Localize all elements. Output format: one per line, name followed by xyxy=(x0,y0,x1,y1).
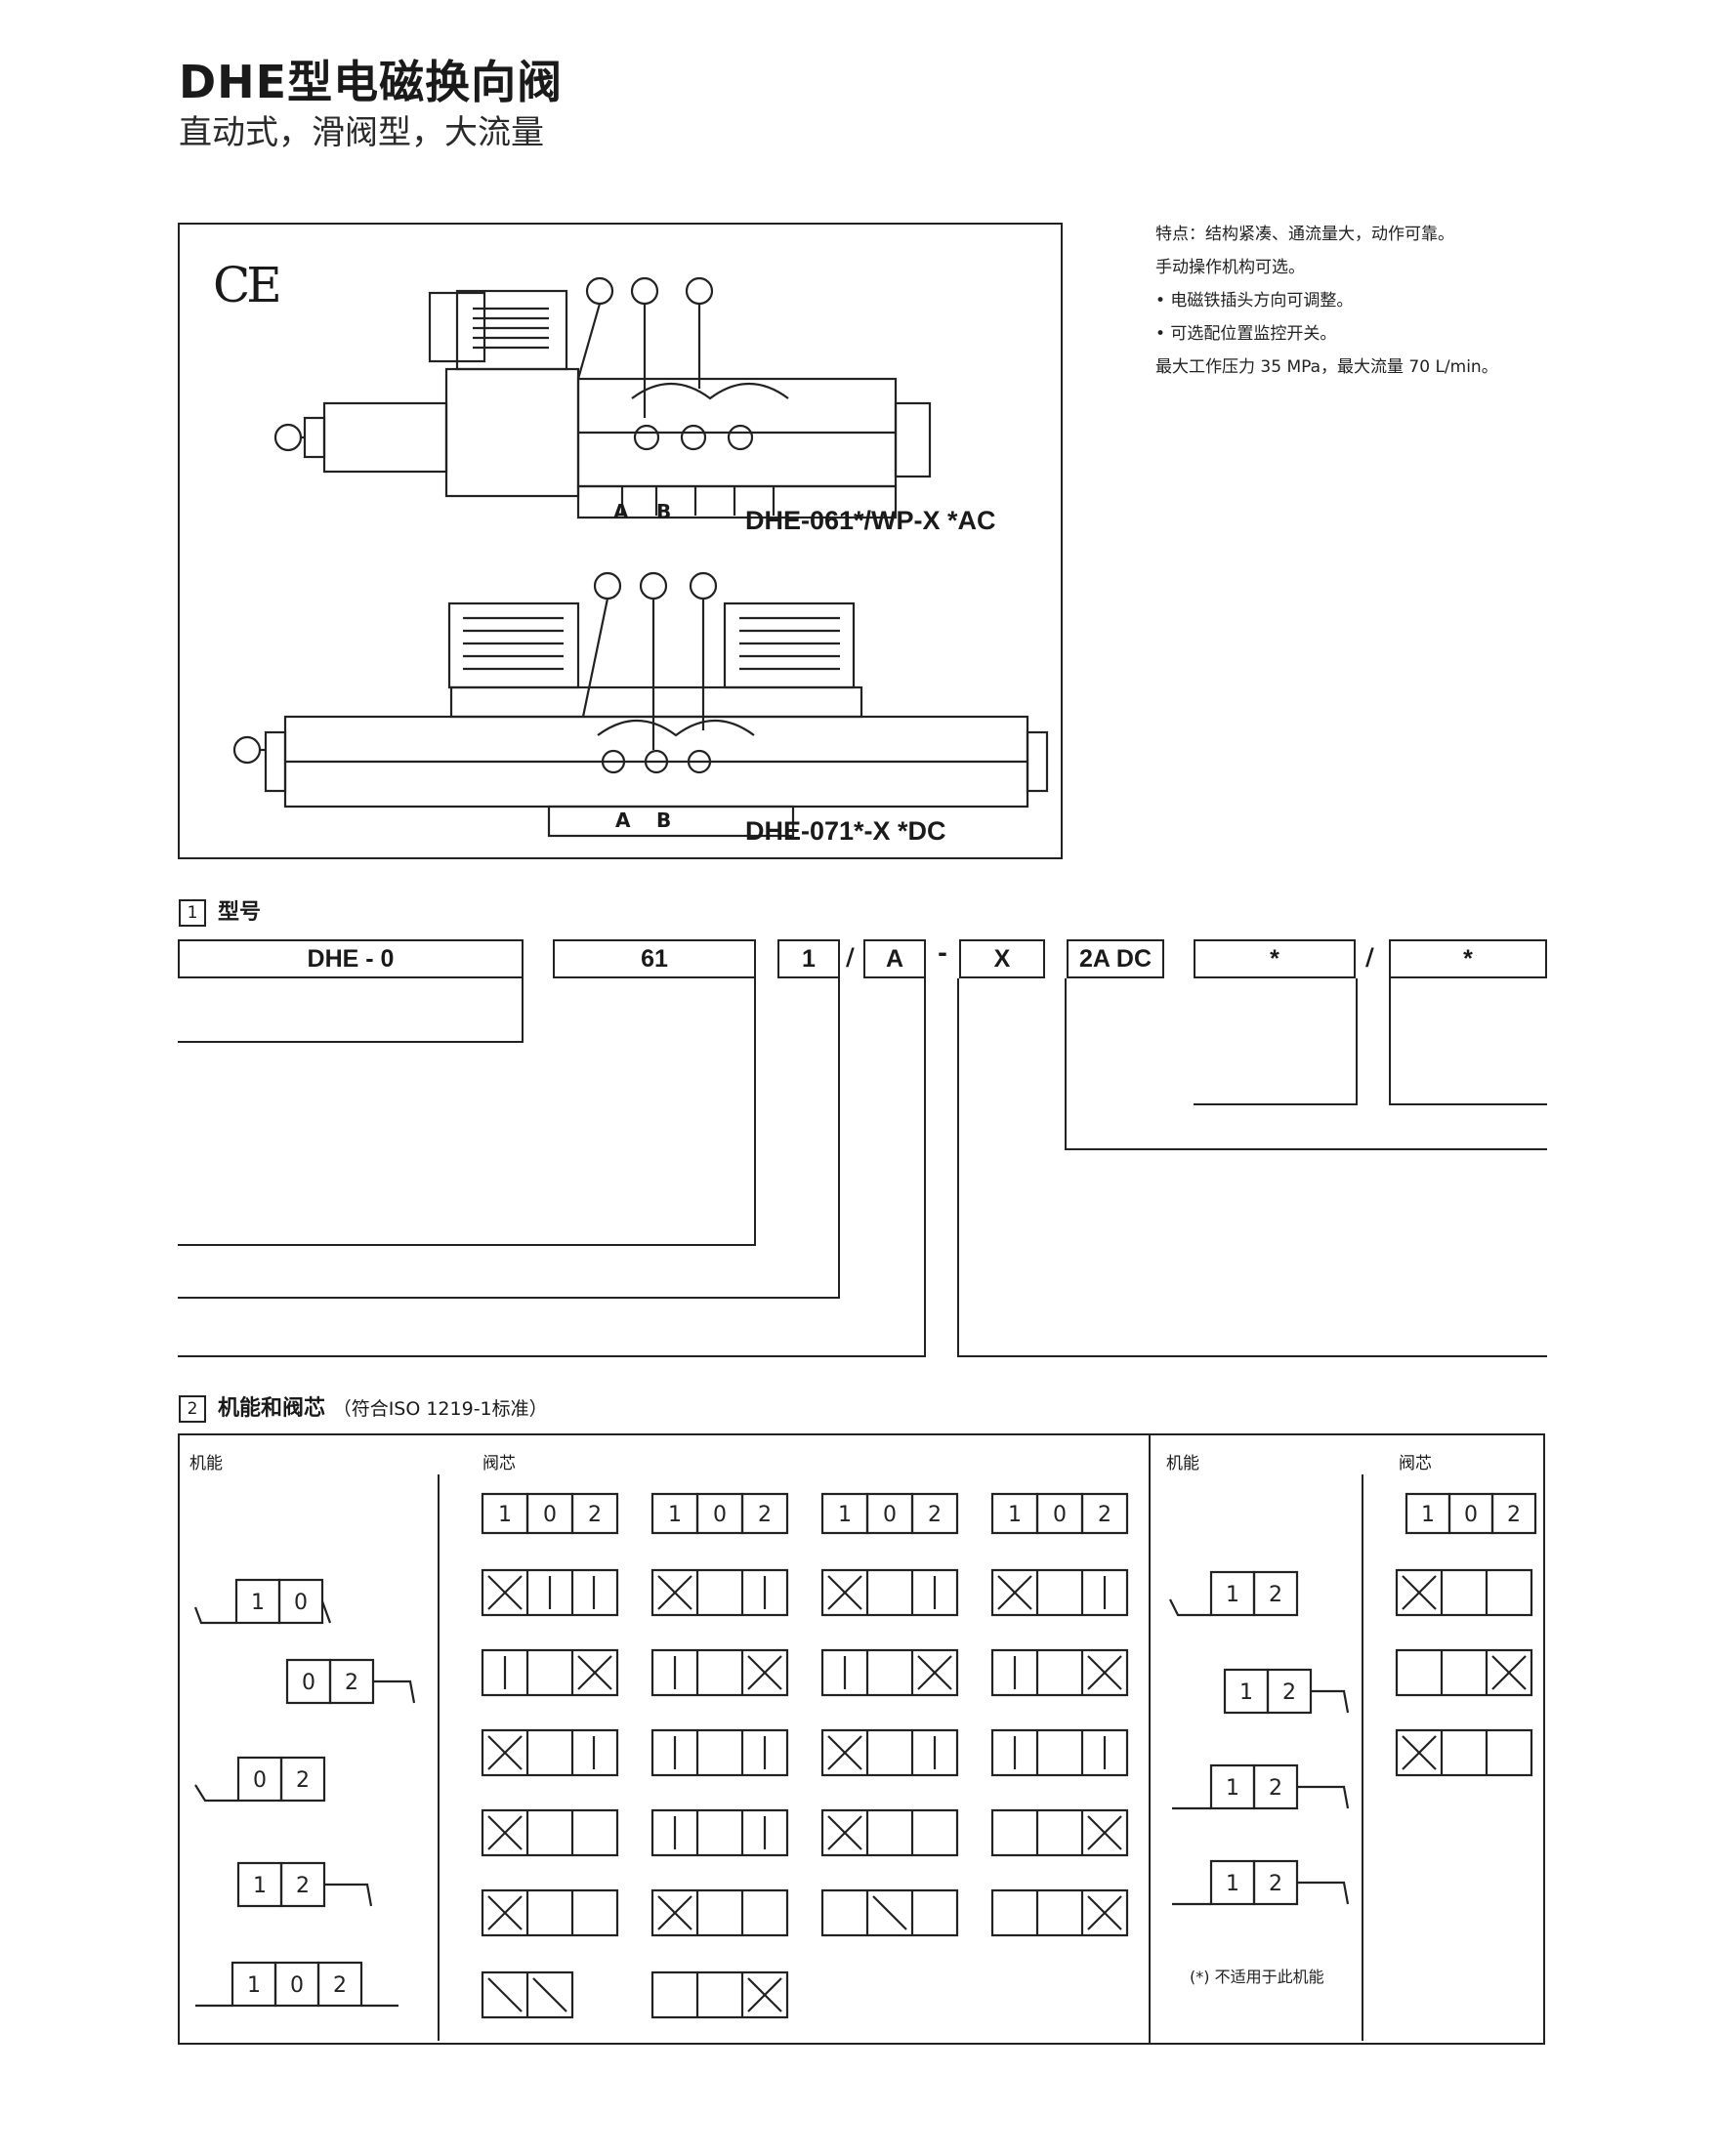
function-cell: 2 xyxy=(333,1973,347,1998)
column-divider xyxy=(1362,1474,1363,2041)
leader-line xyxy=(838,978,840,1299)
ce-mark: CE xyxy=(213,257,282,313)
separator: / xyxy=(1365,943,1374,971)
code-size: 61 xyxy=(553,939,756,978)
function-cell: 2 xyxy=(296,1768,310,1793)
function-cell: 2 xyxy=(1282,1680,1296,1705)
section-number: 1 xyxy=(179,899,206,927)
page-title: DHE型电磁换向阀 xyxy=(179,56,564,108)
leader-line xyxy=(924,978,926,1357)
function-cell: 1 xyxy=(247,1973,261,1998)
section-number: 2 xyxy=(179,1395,206,1423)
function-cell: 2 xyxy=(296,1874,310,1898)
separator: / xyxy=(846,943,855,971)
leader-line xyxy=(178,1297,840,1299)
spool-header-cell: 2 xyxy=(758,1503,772,1527)
model-label-ac: DHE-061*/WP-X *AC xyxy=(745,506,996,535)
section-title: 型号 xyxy=(218,900,262,925)
function-cell: 1 xyxy=(253,1874,267,1898)
spool-header-cell: 2 xyxy=(928,1503,942,1527)
page-subtitle: 直动式，滑阀型，大流量 xyxy=(179,113,544,152)
function-cell: 0 xyxy=(294,1591,308,1615)
leader-line xyxy=(178,1244,756,1246)
feature-text: 手动操作机构可选。 xyxy=(1155,258,1305,277)
feature-description: 特点：结构紧凑、通流量大，动作可靠。 手动操作机构可选。 • 电磁铁插头方向可调… xyxy=(1155,223,1556,389)
spool-symbol-grid: 1 0 2 1 0 2 1 0 2 1 0 2 xyxy=(481,1492,1129,2019)
leader-line xyxy=(754,978,756,1246)
leader-line xyxy=(1389,1103,1547,1105)
valve-figure-frame xyxy=(178,223,1063,859)
valve-drawings xyxy=(232,276,1049,838)
leader-line xyxy=(1356,978,1358,1105)
right-note: (*) 不适用于此机能 xyxy=(1190,1968,1324,1986)
leader-line xyxy=(1065,978,1067,1150)
function-cell: 1 xyxy=(1226,1776,1239,1801)
spool-header-cell: 0 xyxy=(543,1503,557,1527)
code-design: * xyxy=(1194,939,1356,978)
spool-header-cell: 2 xyxy=(1098,1503,1111,1527)
function-cell: 1 xyxy=(1226,1872,1239,1896)
feature-text: 特点：结构紧凑、通流量大，动作可靠。 xyxy=(1155,225,1454,244)
spool-header-cell: 0 xyxy=(1053,1503,1067,1527)
code-spool: A xyxy=(863,939,926,978)
spool-header-cell: 1 xyxy=(838,1503,852,1527)
leader-line xyxy=(178,1355,926,1357)
spool-col-header: 阀芯 xyxy=(482,1454,516,1473)
leader-line xyxy=(957,978,959,1357)
spool-table-frame xyxy=(178,1433,1545,2045)
leader-line xyxy=(1194,1103,1358,1105)
spool-header-cell: 1 xyxy=(1421,1503,1435,1527)
function-cell: 2 xyxy=(1269,1872,1282,1896)
function-col-header: 机能 xyxy=(1166,1454,1199,1473)
function-cell: 2 xyxy=(1269,1776,1282,1801)
function-cell: 1 xyxy=(251,1591,265,1615)
function-cell: 1 xyxy=(1226,1583,1239,1607)
function-cell: 0 xyxy=(302,1671,315,1695)
feature-text: • 可选配位置监控开关。 xyxy=(1155,324,1337,344)
feature-text: 最大工作压力 35 MPa，最大流量 70 L/min。 xyxy=(1155,357,1498,377)
leader-line xyxy=(957,1355,1547,1357)
leader-line xyxy=(1065,1148,1547,1150)
function-cell: 2 xyxy=(345,1671,358,1695)
spool-header-cell: 0 xyxy=(1464,1503,1478,1527)
spool-col-header: 阀芯 xyxy=(1399,1454,1432,1473)
spool-header-cell: 0 xyxy=(713,1503,727,1527)
code-option: X xyxy=(959,939,1045,978)
code-position: 1 xyxy=(777,939,840,978)
port-a-label: A xyxy=(613,500,629,523)
separator: - xyxy=(938,939,947,967)
section-model-heading: 1 型号 xyxy=(179,894,261,927)
spool-header-cell: 2 xyxy=(1507,1503,1521,1527)
function-col-header: 机能 xyxy=(189,1454,223,1473)
port-b-label: B xyxy=(656,500,672,523)
port-b-label: B xyxy=(656,808,672,832)
spool-header-cell: 2 xyxy=(588,1503,602,1527)
code-voltage: 2A DC xyxy=(1067,939,1164,978)
function-cell: 1 xyxy=(1239,1680,1253,1705)
function-cell: 0 xyxy=(290,1973,304,1998)
spool-header-cell: 1 xyxy=(498,1503,512,1527)
column-divider xyxy=(438,1474,440,2041)
spool-header-cell: 0 xyxy=(883,1503,897,1527)
function-cell: 0 xyxy=(253,1768,267,1793)
leader-line xyxy=(178,1041,524,1043)
section-spool-heading: 2 机能和阀芯 （符合ISO 1219-1标准） xyxy=(179,1390,548,1423)
spool-header-cell: 1 xyxy=(668,1503,682,1527)
function-symbols: 1 0 0 2 0 2 1 2 1 0 2 xyxy=(193,1578,416,2008)
leader-line xyxy=(522,978,524,1043)
code-series: DHE - 0 xyxy=(178,939,524,978)
column-divider xyxy=(1149,1433,1151,2045)
spool-header-cell: 1 xyxy=(1008,1503,1022,1527)
section-title: 机能和阀芯 xyxy=(218,1396,326,1421)
right-function-symbols: 1 0 2 1 2 1 2 1 2 1 2 xyxy=(1169,1492,1537,1906)
function-cell: 2 xyxy=(1269,1583,1282,1607)
port-a-label: A xyxy=(615,808,631,832)
feature-text: • 电磁铁插头方向可调整。 xyxy=(1155,291,1354,311)
section-note: （符合ISO 1219-1标准） xyxy=(332,1398,548,1420)
code-extra: * xyxy=(1389,939,1547,978)
leader-line xyxy=(1389,978,1391,1105)
model-label-dc: DHE-071*-X *DC xyxy=(745,816,946,846)
